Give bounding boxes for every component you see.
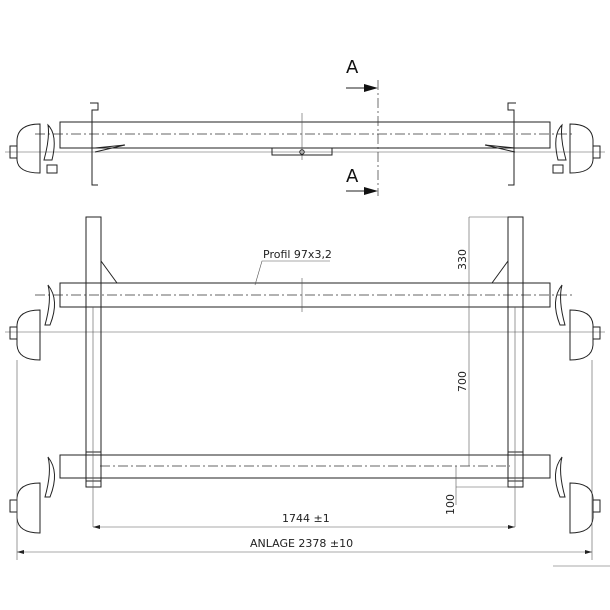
- dim-overall: ANLAGE 2378 ±10: [250, 537, 353, 550]
- section-arrow-top: [364, 84, 378, 92]
- side-view: A A: [5, 57, 605, 196]
- frame-rail-left: [85, 216, 102, 488]
- dim-1744: 1744 ±1: [282, 512, 330, 525]
- dim-700: 700: [456, 371, 469, 392]
- lower-axle-beam: [59, 454, 551, 479]
- section-label-top: A: [346, 57, 359, 78]
- plan-view: Profil 97x3,2 330 700 100 1744 ±1 ANLAGE…: [5, 216, 610, 567]
- mount-plate: [271, 148, 333, 156]
- wheel-upper-right: [555, 284, 601, 361]
- dim-330: 330: [456, 249, 469, 270]
- profile-leader: [254, 260, 330, 286]
- section-arrow-bottom: [364, 187, 378, 195]
- bracket-left: [90, 102, 99, 186]
- gusset-left: [94, 144, 126, 153]
- wheel-upper-left: [9, 284, 55, 361]
- gussets: [100, 260, 509, 284]
- wheel-hub-right: [552, 123, 601, 174]
- wheel-lower-left: [9, 456, 55, 534]
- axle-beam-side: [59, 121, 551, 149]
- profile-label: Profil 97x3,2: [263, 248, 332, 261]
- bracket-right: [507, 102, 516, 186]
- wheel-hub-left: [9, 123, 58, 174]
- dim-100: 100: [444, 494, 457, 515]
- wheel-lower-right: [555, 456, 601, 534]
- frame-rail-right: [507, 216, 524, 488]
- gusset-right: [484, 144, 516, 153]
- section-label-bottom: A: [346, 166, 359, 187]
